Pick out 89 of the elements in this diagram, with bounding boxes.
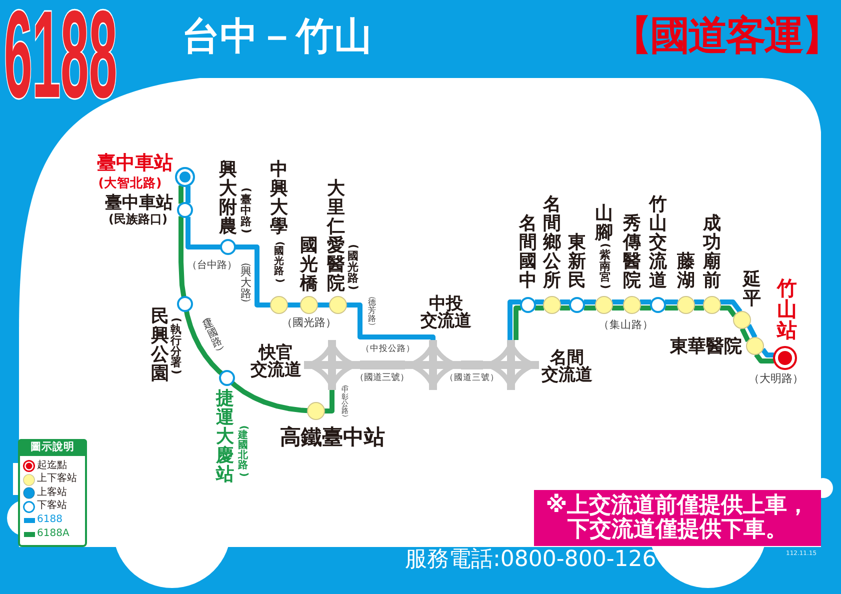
legend-label: 6188A [37, 528, 70, 538]
route-line [584, 306, 596, 310]
station-name: 民興公園 [151, 308, 169, 383]
station-name: 捷運大慶站 [216, 390, 234, 484]
route-line [746, 324, 758, 339]
station-name: 秀傳醫院 [623, 215, 641, 290]
road-name: （國光路） [282, 317, 336, 328]
route-line [760, 348, 774, 358]
station-name: 大里仁愛醫院 [327, 180, 345, 293]
station-name: 山腳 [595, 205, 613, 242]
route-line [346, 302, 436, 340]
station-name: 東華醫院 [670, 338, 742, 356]
station-name: 藤湖 [677, 253, 695, 290]
street-name: (國光路) [348, 242, 358, 291]
interchange-name: 快官交流道 [250, 345, 302, 379]
route-line [186, 216, 220, 250]
route-line [640, 306, 652, 310]
interchange-name: 名間交流道 [542, 350, 592, 384]
station-name: 竹山交流道 [649, 196, 667, 290]
route-line [720, 300, 742, 314]
road-name: （國道三號） [355, 374, 409, 383]
station-name: 東新民 [568, 234, 586, 290]
street-name: (大智北路) [98, 177, 162, 190]
route-line [324, 390, 334, 414]
route-line [664, 306, 678, 310]
route-line [612, 300, 624, 304]
route-line [514, 306, 522, 340]
station-name: 高鐵臺中站 [280, 427, 385, 448]
route-line [318, 302, 330, 308]
station-name: 臺中車站 [97, 154, 173, 173]
route-line [560, 306, 570, 310]
route-line [612, 306, 624, 310]
route-line [508, 300, 522, 340]
legend-label: 6188 [37, 514, 62, 525]
street-name: (執行分署) [170, 316, 182, 376]
legend-label: 上下客站 [37, 474, 77, 484]
route-line [236, 244, 270, 308]
station-name: 臺中車站 [105, 195, 173, 212]
highway-line [360, 360, 405, 370]
road-name: （中投公路） [361, 345, 415, 354]
station-name: 中興大學 [270, 161, 288, 236]
station-name: 竹山站 [777, 278, 797, 340]
service-heading: 【國道客運】 [612, 16, 840, 56]
road-name: （集山路） [598, 320, 654, 330]
phone-number: 服務電話:0800-800-126 [405, 549, 656, 571]
road-name: （建國路） [199, 312, 227, 356]
legend-label: 上客站 [37, 488, 67, 498]
street-name: (紫南宮) [600, 242, 610, 290]
route-line [186, 186, 190, 204]
route-line [178, 216, 186, 297]
road-name: （德芳路） [368, 293, 376, 328]
street-name: (國光路) [274, 240, 284, 284]
road-name: （台中路） [187, 261, 237, 271]
legend-label: 下客站 [37, 501, 67, 512]
street-name: (建國北路) [238, 424, 248, 478]
route-line [184, 310, 223, 376]
route-line [694, 300, 704, 304]
route-line [720, 306, 737, 318]
route-line [230, 381, 308, 414]
station-name: 興大附農 [219, 161, 237, 236]
route-line [584, 300, 596, 304]
route-line [640, 300, 652, 304]
station-name: 成功廟前 [703, 215, 721, 290]
route-line [534, 306, 544, 310]
route-line [560, 300, 570, 304]
highway-line [461, 360, 483, 370]
route-line [288, 302, 300, 308]
station-name: 名間鄉公所 [543, 196, 561, 290]
station-name: 名間國中 [519, 215, 537, 290]
road-name: （大明路） [748, 373, 804, 384]
station-name: 國光橋 [300, 237, 318, 293]
route-line [754, 352, 774, 364]
legend-label: 起迄點 [37, 460, 67, 470]
road-name: （興大路） [240, 258, 252, 306]
route-line [664, 300, 678, 304]
cloverleaf-icon [483, 340, 539, 390]
station-name: 延平 [743, 271, 761, 308]
route-line [740, 327, 750, 342]
route-title: 台中－竹山 [182, 17, 372, 55]
note-box: ※上交流道前僅提供上車，下交流道僅提供下車。 [534, 490, 821, 546]
route-number: 6188 [4, 9, 118, 102]
interchange-name: 中投交流道 [420, 296, 472, 330]
route-line [178, 186, 184, 204]
route-line [534, 300, 544, 304]
street-name: (民族路口) [108, 213, 168, 225]
legend-title: 圖示說明 [18, 439, 87, 456]
route-line [694, 306, 704, 310]
road-name: （國道三號） [445, 374, 499, 382]
street-name: (臺中路) [240, 186, 252, 234]
